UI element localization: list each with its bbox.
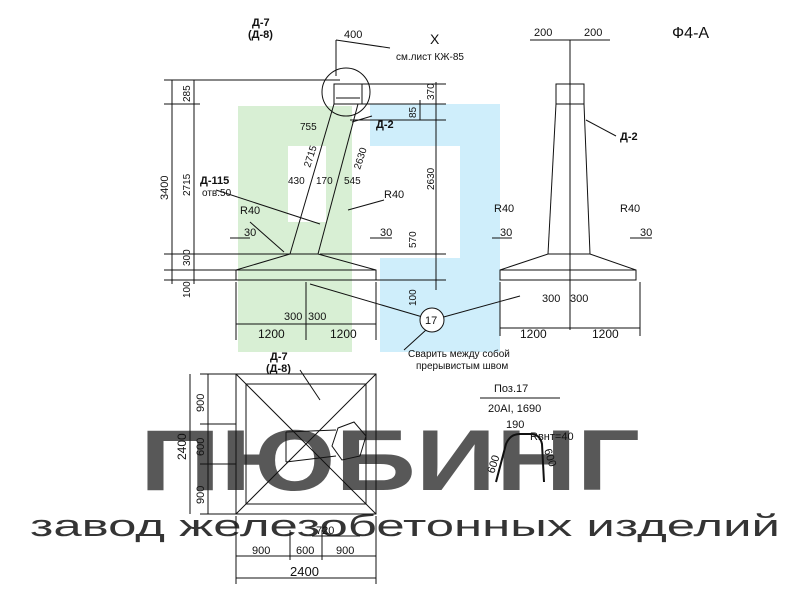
front-dim-285: 285	[182, 85, 193, 102]
bar-dim-600-right: 600	[541, 447, 558, 468]
bar-17-shape	[480, 397, 560, 483]
plan-bottom-900a: 900	[252, 545, 270, 557]
front-label-d7: Д-7	[252, 17, 270, 29]
side-bottom-300a: 300	[542, 293, 560, 305]
plan-dim-720: 720	[316, 525, 334, 537]
side-d2: Д-2	[620, 131, 638, 143]
front-dim-300: 300	[182, 249, 193, 266]
front-bottom-1200b: 1200	[330, 327, 357, 341]
side-dim-200a: 200	[534, 27, 552, 39]
weld-note-line2: прерывистым швом	[416, 361, 508, 372]
side-30-left: 30	[500, 227, 512, 239]
bar-radius: Rвнт=40	[530, 431, 574, 443]
plan-dim-900-top: 900	[195, 394, 207, 412]
front-inner-755: 755	[300, 122, 317, 133]
position-17-label: 17	[425, 315, 437, 327]
plan-dim-900-bottom: 900	[195, 486, 207, 504]
front-dim-570: 570	[408, 231, 419, 248]
bar-dim-600-left: 600	[485, 454, 502, 475]
front-bottom-300b: 300	[308, 311, 326, 323]
front-dim-400: 400	[344, 29, 362, 41]
texts: Ф4-А Д-7 (Д-8) 400 X см.лист КЖ-85 Д-2 Д…	[159, 17, 709, 579]
side-dim-200b: 200	[584, 27, 602, 39]
front-r40-right: R40	[384, 189, 404, 201]
drawing-title: Ф4-А	[672, 25, 709, 42]
front-inner-2715: 2715	[302, 144, 319, 169]
front-30-right: 30	[380, 227, 392, 239]
plan-overall-left: 2400	[175, 433, 189, 460]
front-d115: Д-115	[200, 175, 229, 187]
front-dim-3400: 3400	[159, 176, 171, 200]
front-bottom-1200a: 1200	[258, 327, 285, 341]
detail-x-circle	[321, 67, 371, 117]
plan-dim-600: 600	[195, 438, 207, 456]
front-inner-2630: 2630	[352, 146, 369, 171]
front-dim-2715: 2715	[182, 173, 193, 196]
front-inner-545: 545	[344, 176, 361, 187]
front-detail-x: X	[430, 31, 440, 47]
watermark-green-shape	[238, 106, 352, 352]
plan-bottom-900b: 900	[336, 545, 354, 557]
position-17-marker	[419, 307, 445, 333]
front-dim-370: 370	[426, 83, 437, 100]
front-label-d8: (Д-8)	[248, 29, 273, 41]
watermark-brand: ПЮБИНГ	[140, 413, 640, 509]
plan-label-d8: (Д-8)	[266, 363, 291, 375]
front-r40-left: R40	[240, 205, 260, 217]
front-view	[164, 39, 521, 351]
front-dim-85: 85	[408, 106, 419, 118]
bar-spec: 20AI, 1690	[488, 403, 541, 415]
side-bottom-1200a: 1200	[520, 327, 547, 341]
side-view	[492, 39, 652, 336]
front-hole: отв.50	[202, 188, 232, 199]
side-r40-right: R40	[620, 203, 640, 215]
bar-title: Поз.17	[494, 383, 528, 395]
front-bottom-300a: 300	[284, 311, 302, 323]
watermark-shapes	[238, 104, 500, 352]
plan-view	[189, 369, 377, 584]
watermark-tagline: завод железобетонных изделий	[30, 508, 780, 543]
front-dim-100-right: 100	[408, 289, 419, 306]
side-bottom-1200b: 1200	[592, 327, 619, 341]
side-30-right: 30	[640, 227, 652, 239]
front-inner-170: 170	[316, 176, 333, 187]
bar-dim-190: 190	[506, 419, 524, 431]
front-d2: Д-2	[376, 119, 394, 131]
front-dim-100: 100	[182, 281, 193, 298]
plan-overall-bottom: 2400	[290, 564, 319, 579]
watermark-text: ПЮБИНГ завод железобетонных изделий	[30, 413, 780, 543]
weld-note-line1: Сварить между собой	[408, 348, 510, 360]
side-bottom-300b: 300	[570, 293, 588, 305]
side-r40-left: R40	[494, 203, 514, 215]
front-30-left: 30	[244, 227, 256, 239]
plan-bottom-600: 600	[296, 545, 314, 557]
front-sheet-ref: см.лист КЖ-85	[396, 52, 464, 63]
front-dim-2630: 2630	[426, 167, 437, 190]
plan-label-d7: Д-7	[270, 351, 288, 363]
front-inner-430: 430	[288, 176, 305, 187]
watermark-blue-shape	[370, 104, 500, 352]
